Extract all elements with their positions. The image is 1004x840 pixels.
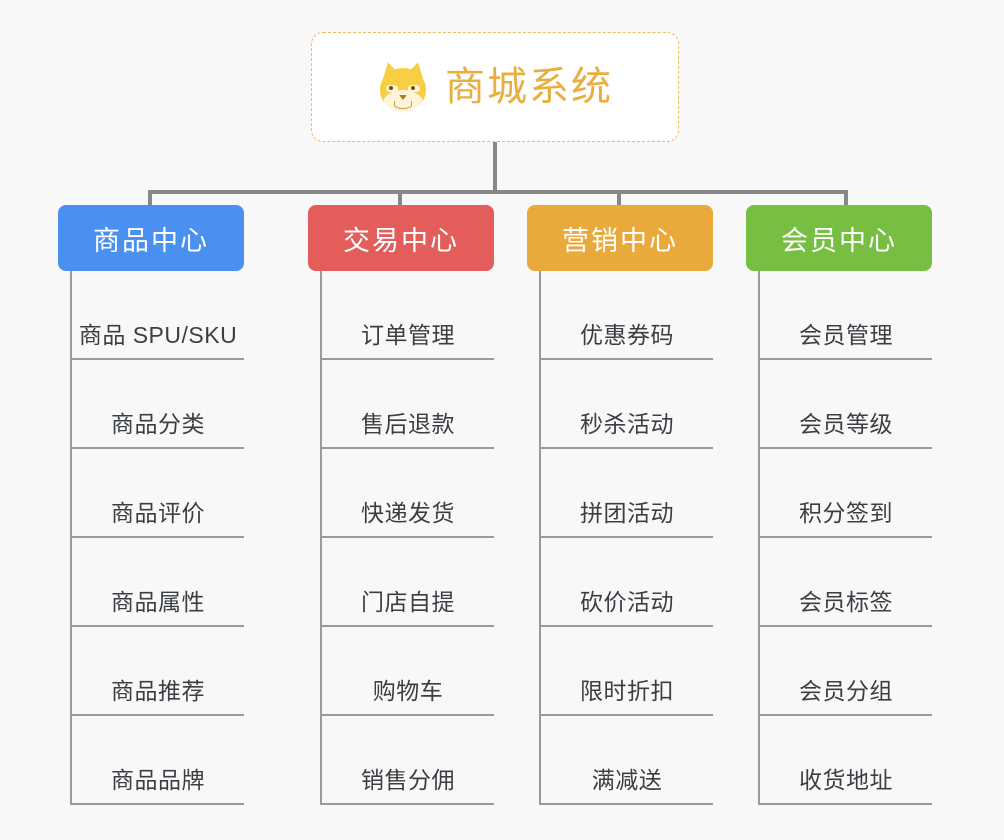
branch-column-2: 交易中心 订单管理 售后退款 快递发货 门店自提 购物车 销售分佣	[308, 205, 494, 805]
connector-drop-4	[844, 190, 848, 208]
leaf-item[interactable]: 商品分类	[72, 360, 244, 449]
leaf-label: 门店自提	[361, 589, 455, 615]
category-box-2[interactable]: 交易中心	[308, 205, 494, 271]
leaf-label: 秒杀活动	[580, 411, 674, 437]
leaf-label: 会员标签	[799, 589, 893, 615]
leaf-item[interactable]: 购物车	[322, 627, 494, 716]
leaf-item[interactable]: 商品品牌	[72, 716, 244, 805]
leaf-label: 会员分组	[799, 678, 893, 704]
leaf-item[interactable]: 商品 SPU/SKU	[72, 271, 244, 360]
leaf-label: 限时折扣	[580, 678, 674, 704]
category-label-3: 营销中心	[562, 225, 678, 256]
leaf-item[interactable]: 会员标签	[760, 538, 932, 627]
leaf-list-1: 商品 SPU/SKU 商品分类 商品评价 商品属性 商品推荐 商品品牌	[70, 271, 244, 805]
connector-drop-1	[148, 190, 152, 208]
category-box-3[interactable]: 营销中心	[527, 205, 713, 271]
root-node[interactable]: 商城系统	[311, 32, 679, 142]
leaf-item[interactable]: 会员等级	[760, 360, 932, 449]
leaf-item[interactable]: 限时折扣	[541, 627, 713, 716]
leaf-item[interactable]: 商品评价	[72, 449, 244, 538]
leaf-label: 订单管理	[361, 322, 455, 348]
category-label-1: 商品中心	[93, 225, 209, 256]
leaf-list-3: 优惠券码 秒杀活动 拼团活动 砍价活动 限时折扣 满减送	[539, 271, 713, 805]
leaf-item[interactable]: 会员分组	[760, 627, 932, 716]
leaf-label: 商品分类	[111, 411, 205, 437]
branch-column-3: 营销中心 优惠券码 秒杀活动 拼团活动 砍价活动 限时折扣 满减送	[527, 205, 713, 805]
leaf-item[interactable]: 收货地址	[760, 716, 932, 805]
category-label-2: 交易中心	[343, 225, 459, 256]
leaf-label: 会员等级	[799, 411, 893, 437]
leaf-item[interactable]: 拼团活动	[541, 449, 713, 538]
category-box-1[interactable]: 商品中心	[58, 205, 244, 271]
leaf-label: 满减送	[591, 767, 663, 793]
leaf-label: 销售分佣	[361, 767, 455, 793]
leaf-label: 优惠券码	[580, 322, 674, 348]
category-label-4: 会员中心	[781, 225, 897, 256]
leaf-list-4: 会员管理 会员等级 积分签到 会员标签 会员分组 收货地址	[758, 271, 932, 805]
leaf-label: 砍价活动	[580, 589, 674, 615]
leaf-item[interactable]: 订单管理	[322, 271, 494, 360]
connector-drop-3	[617, 190, 621, 208]
leaf-label: 快递发货	[361, 500, 455, 526]
branch-column-1: 商品中心 商品 SPU/SKU 商品分类 商品评价 商品属性 商品推荐 商品品牌	[58, 205, 244, 805]
leaf-item[interactable]: 优惠券码	[541, 271, 713, 360]
root-title: 商城系统	[445, 65, 613, 109]
leaf-item[interactable]: 砍价活动	[541, 538, 713, 627]
branch-column-4: 会员中心 会员管理 会员等级 积分签到 会员标签 会员分组 收货地址	[746, 205, 932, 805]
connector-horizontal-bus	[148, 190, 848, 194]
connector-drop-2	[398, 190, 402, 208]
leaf-label: 商品评价	[111, 500, 205, 526]
leaf-item[interactable]: 秒杀活动	[541, 360, 713, 449]
leaf-item[interactable]: 商品属性	[72, 538, 244, 627]
leaf-label: 拼团活动	[580, 500, 674, 526]
category-box-4[interactable]: 会员中心	[746, 205, 932, 271]
leaf-item[interactable]: 门店自提	[322, 538, 494, 627]
leaf-item[interactable]: 快递发货	[322, 449, 494, 538]
leaf-item[interactable]: 积分签到	[760, 449, 932, 538]
leaf-item[interactable]: 商品推荐	[72, 627, 244, 716]
leaf-item[interactable]: 销售分佣	[322, 716, 494, 805]
leaf-label: 商品属性	[111, 589, 205, 615]
leaf-label: 会员管理	[799, 322, 893, 348]
leaf-label: 积分签到	[799, 500, 893, 526]
dog-face-icon	[377, 59, 429, 113]
leaf-item[interactable]: 会员管理	[760, 271, 932, 360]
leaf-item[interactable]: 售后退款	[322, 360, 494, 449]
leaf-item[interactable]: 满减送	[541, 716, 713, 805]
leaf-list-2: 订单管理 售后退款 快递发货 门店自提 购物车 销售分佣	[320, 271, 494, 805]
leaf-label: 商品 SPU/SKU	[78, 322, 238, 348]
leaf-label: 购物车	[372, 678, 444, 704]
leaf-label: 商品品牌	[111, 767, 205, 793]
leaf-label: 售后退款	[361, 411, 455, 437]
connector-root-stem	[493, 142, 497, 192]
leaf-label: 商品推荐	[111, 678, 205, 704]
leaf-label: 收货地址	[799, 767, 893, 793]
